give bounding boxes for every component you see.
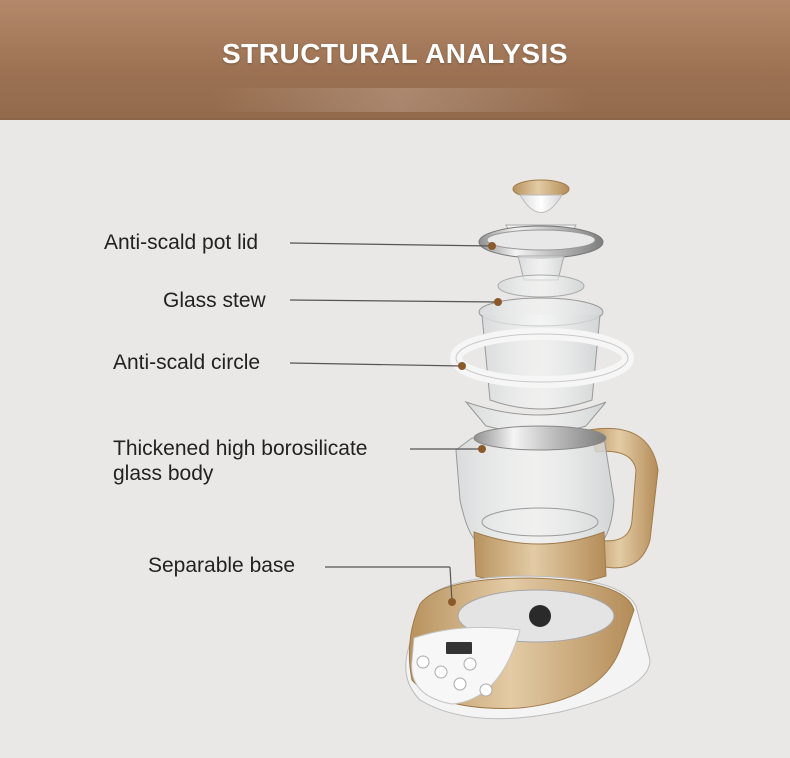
header-band [210,88,590,112]
header-banner: STRUCTURAL ANALYSIS [0,0,790,120]
leader-circle [289,362,463,367]
pointer-dots [448,242,502,606]
anti-scald-ring [450,328,634,388]
leader-lid [289,242,493,247]
label-body-line1: Thickened high borosilicate [113,437,368,460]
label-body-line2: glass body [113,462,214,485]
glass-body [455,425,615,545]
pot-lid [478,179,604,281]
pointer-dot-base [448,598,456,606]
label-base: Separable base [148,554,296,577]
pointer-dot-body [478,445,486,453]
pointer-dot-circle [458,362,466,370]
separable-base [405,575,651,720]
label-circle: Anti-scald circle [113,351,261,374]
leader-stew [289,299,499,303]
label-stew: Glass stew [163,289,266,312]
label-lid: Anti-scald pot lid [104,231,259,254]
pointer-dot-stew [494,298,502,306]
pointer-dot-lid [488,242,496,250]
leader-lines [289,242,499,603]
page-title: STRUCTURAL ANALYSIS [221,38,569,69]
leader-base-v [449,566,453,603]
